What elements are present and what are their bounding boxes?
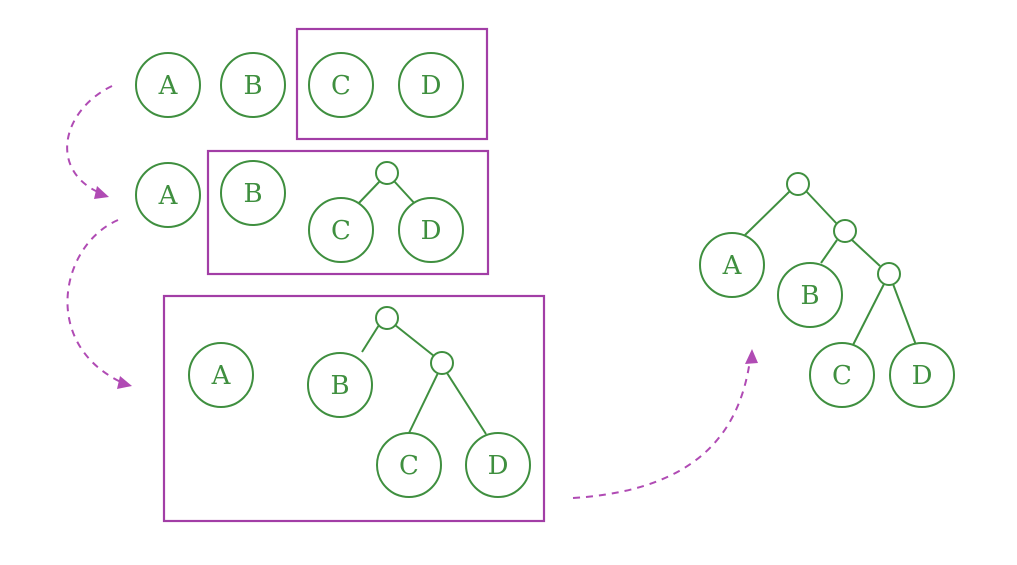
row-2-internal-node [375,161,399,185]
row-1-node-c: C [308,52,374,118]
final-edge-root-internal-1 [805,190,838,225]
row-1-node-c-label: C [331,71,351,101]
row-2-node-c: C [308,197,374,263]
row-2: A B C D [135,149,490,276]
row-2-node-c-label: C [331,216,351,246]
row-3-internal-node [430,351,454,375]
row-3-node-d-label: D [488,451,509,481]
final-node-d-label: D [912,361,933,391]
row-3-root-node [375,306,399,330]
arrow-1 [66,85,113,199]
row-2-node-d-label: D [421,216,442,246]
arrow-2 [66,219,132,389]
row-3-node-a-label: A [211,361,232,391]
final-node-b-label: B [800,281,819,311]
row-1-node-d-label: D [421,71,442,101]
arrow-1-head [94,186,109,199]
row-3-node-b: B [307,352,373,418]
arrow-1-path [66,85,113,194]
arrow-2-path [66,219,124,384]
row-1-node-b-label: B [243,71,262,101]
row-2-edge-root-c [356,180,381,206]
final-node-b: B [777,262,843,328]
row-2-node-a: A [135,162,201,228]
final-tree: A B C D [699,172,955,408]
arrow-3-path [572,359,751,499]
arrow-2-head [117,376,132,389]
row-2-node-b-label: B [243,179,262,209]
row-2-node-d: D [398,197,464,263]
row-3-node-c-label: C [399,451,419,481]
row-2-node-b: B [220,160,286,226]
final-internal-node-2 [877,262,901,286]
row-3-node-b-label: B [330,371,349,401]
final-edge-internal-2-d [892,283,917,346]
row-2-node-a-label: A [158,181,179,211]
row-1-node-a: A [135,52,201,118]
final-internal-node-1 [833,219,857,243]
final-node-c-label: C [832,361,852,391]
row-1-node-d: D [398,52,464,118]
row-1-node-b: B [220,52,286,118]
arrow-3-head [745,349,758,364]
final-edge-internal-1-b [820,239,838,264]
row-3-edge-internal-c [408,372,439,434]
row-3-edge-internal-d [446,372,487,435]
final-node-a-label: A [722,251,743,281]
arrow-3 [572,349,758,499]
final-edge-root-a [744,190,791,236]
final-edge-internal-2-c [852,283,885,346]
row-1-group-box [295,27,489,141]
row-3-edge-root-internal [394,324,435,357]
row-3-group-box [162,294,546,523]
row-3-node-a: A [188,342,254,408]
final-edge-internal-1-internal-2 [851,239,881,267]
row-2-edge-root-d [393,180,417,206]
final-node-a: A [699,232,765,298]
row-3: A B C D [162,294,546,523]
row-1-node-a-label: A [158,71,179,101]
row-3-edge-root-b [361,324,380,353]
final-node-d: D [889,342,955,408]
row-2-group-box [206,149,490,276]
row-1: A B C D [135,27,489,141]
final-node-c: C [809,342,875,408]
final-root-node [786,172,810,196]
row-3-node-d: D [465,432,531,498]
row-3-node-c: C [376,432,442,498]
